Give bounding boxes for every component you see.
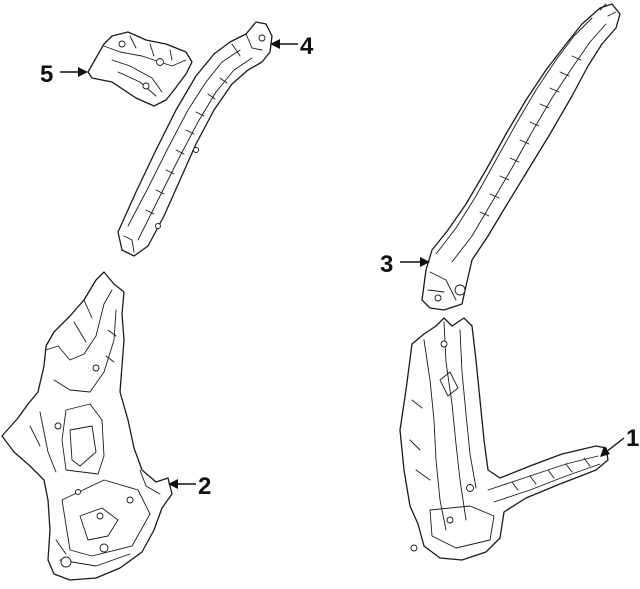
callout-label-2: 2 [198,473,211,500]
arrowhead-3 [420,257,430,267]
callout-1: 1 [600,425,639,457]
callout-4: 4 [270,33,314,60]
part-5-bracket[interactable] [87,31,193,107]
part-2-lower-pillar[interactable] [1,271,173,581]
callout-label-3: 3 [380,251,393,278]
arrowhead-1 [600,446,610,457]
callout-5: 5 [40,61,88,88]
callout-label-4: 4 [300,33,314,60]
callout-label-1: 1 [626,425,639,452]
arrowhead-4 [270,39,280,49]
callout-2: 2 [168,473,211,500]
callout-3: 3 [380,251,430,278]
leader-line-1 [605,437,625,453]
part-1-hinge-pillar[interactable] [399,317,609,561]
arrowhead-2 [168,479,178,489]
part-3-a-pillar[interactable] [421,3,621,311]
part-4-upper-pillar[interactable] [117,21,273,257]
callout-label-5: 5 [40,61,53,88]
arrowhead-5 [78,67,88,77]
